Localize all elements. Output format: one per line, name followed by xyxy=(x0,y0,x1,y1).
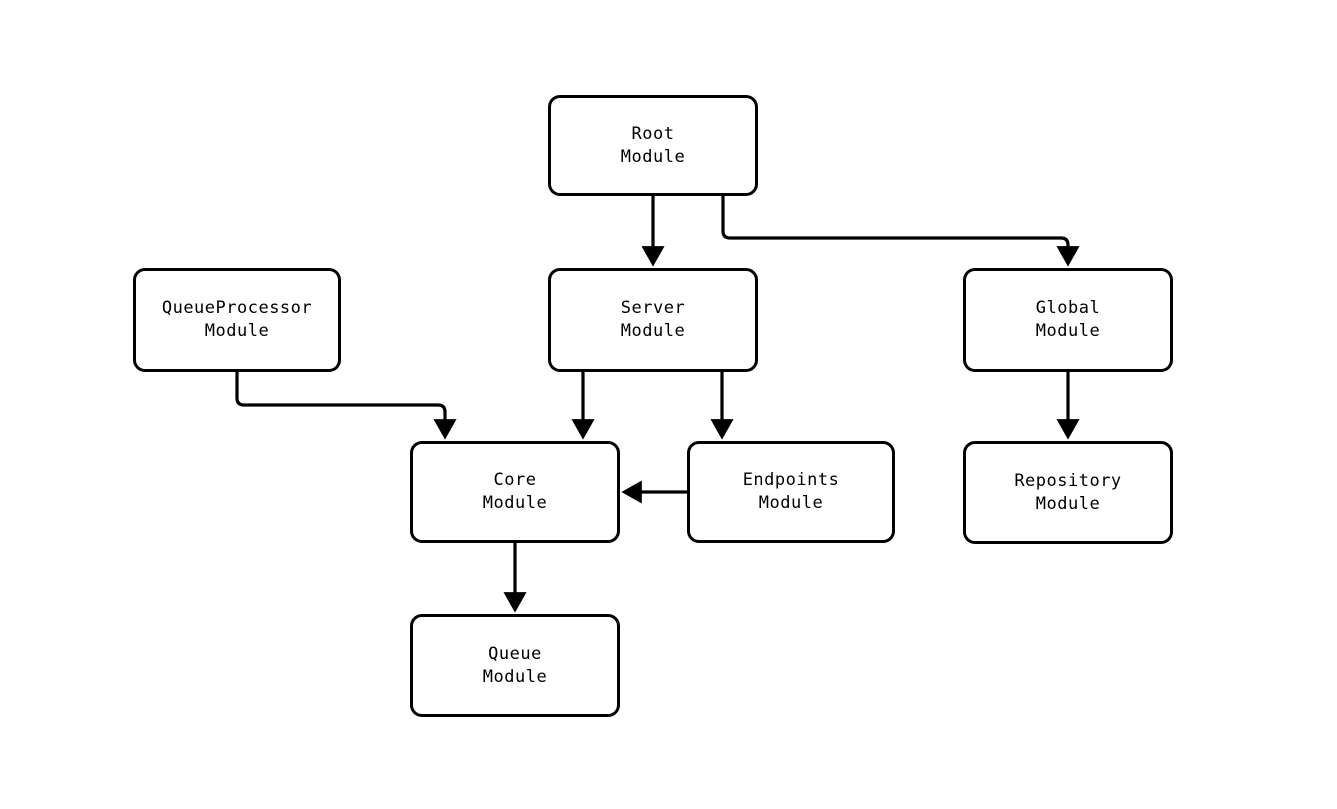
node-label-line1: QueueProcessor xyxy=(161,298,313,318)
edge-root-to-global xyxy=(721,196,1080,267)
node-label-line1: Repository xyxy=(1014,470,1122,491)
edge-queueprocessor-to-core xyxy=(235,372,457,440)
node-server-module[interactable]: Server Module xyxy=(548,268,758,372)
node-label-line1: Server xyxy=(620,298,686,318)
node-repository-module[interactable]: Repository Module xyxy=(963,441,1173,544)
node-root-module[interactable]: Root Module xyxy=(548,95,758,196)
node-queueprocessor-module[interactable]: QueueProcessor Module xyxy=(133,268,341,372)
node-queue-module[interactable]: Queue Module xyxy=(410,614,620,717)
node-label-line1: Core xyxy=(493,470,537,490)
node-label-line2: Module xyxy=(1035,321,1101,341)
node-label-line2: Module xyxy=(620,321,686,341)
node-label-line1: Endpoints xyxy=(742,470,840,490)
node-label-line2: Module xyxy=(482,493,548,513)
node-label-line2: Module xyxy=(204,321,270,341)
node-label-line2: Module xyxy=(482,666,548,687)
node-endpoints-module[interactable]: Endpoints Module xyxy=(687,441,895,543)
node-label-line2: Module xyxy=(620,146,686,167)
node-global-module[interactable]: Global Module xyxy=(963,268,1173,372)
node-label-line2: Module xyxy=(1035,493,1101,514)
node-core-module[interactable]: Core Module xyxy=(410,441,620,543)
node-label-line1: Root xyxy=(631,123,675,144)
node-label-line1: Queue xyxy=(488,643,542,664)
node-label-line2: Module xyxy=(758,493,824,513)
node-label-line1: Global xyxy=(1035,298,1101,318)
